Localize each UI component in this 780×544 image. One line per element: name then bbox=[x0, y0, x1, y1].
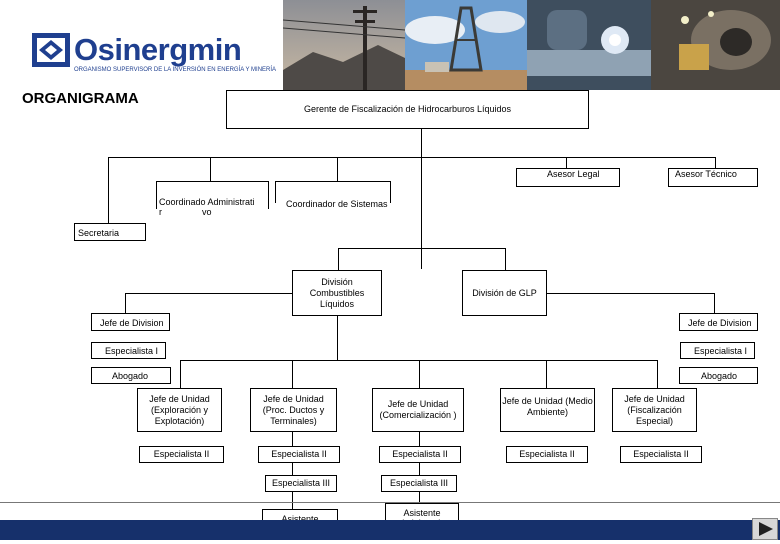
specialist-iii-label: Especialista III bbox=[389, 478, 449, 488]
right-division-head-box: Jefe de Division bbox=[679, 313, 758, 331]
unit-head-box: Jefe de Unidad (Proc. Ductos y Terminale… bbox=[250, 388, 337, 432]
footer-bar bbox=[0, 520, 780, 540]
unit-head-box: Jefe de Unidad (Exploración y Explotació… bbox=[137, 388, 222, 432]
specialist-ii-box: Especialista II bbox=[139, 446, 224, 463]
left-division-head-box: Jefe de Division bbox=[91, 313, 170, 331]
systems-coordinator-box: Coordinador de Sistemas bbox=[275, 181, 391, 209]
next-slide-button[interactable] bbox=[752, 518, 778, 540]
logo-subtitle: ORGANISMO SUPERVISOR DE LA INVERSIÓN EN … bbox=[74, 67, 277, 73]
specialist-iii-label: Especialista III bbox=[271, 478, 331, 488]
left-specialist-label: Especialista I bbox=[105, 346, 159, 356]
osinergmin-logo: Osinergmin ORGANISMO SUPERVISOR DE LA IN… bbox=[30, 30, 277, 80]
specialist-iii-box: Especialista III bbox=[265, 475, 337, 492]
power-lines-photo bbox=[283, 0, 405, 90]
specialist-ii-label: Especialista II bbox=[271, 449, 327, 459]
manager-box: Gerente de Fiscalización de Hidrocarburo… bbox=[226, 90, 589, 129]
specialist-ii-box: Especialista II bbox=[620, 446, 702, 463]
unit-head-box: Jefe de Unidad (Fiscalización Especial) bbox=[612, 388, 697, 432]
logo-wordmark: Osinergmin bbox=[74, 32, 242, 67]
systems-coordinator-label: Coordinador de Sistemas bbox=[286, 199, 388, 209]
right-lawyer-box: Abogado bbox=[679, 367, 758, 384]
right-division-head-label: Jefe de Division bbox=[688, 318, 752, 328]
specialist-iii-box: Especialista III bbox=[381, 475, 457, 492]
admin-coordinator-box: Coordinado Administrati r vo bbox=[156, 181, 269, 217]
right-lawyer-label: Abogado bbox=[701, 371, 738, 381]
left-division-head-label: Jefe de Division bbox=[100, 318, 164, 328]
mine-tunnel-photo bbox=[651, 0, 780, 90]
page-title: ORGANIGRAMA bbox=[22, 90, 139, 107]
admin-coordinator-label-line1: Coordinado Administrati bbox=[159, 197, 255, 207]
unit-head-label: Jefe de Unidad (Fiscalización Especial) bbox=[624, 393, 685, 426]
left-lawyer-box: Abogado bbox=[91, 367, 171, 384]
technical-advisor-box: Asesor Técnico bbox=[668, 168, 758, 187]
logo-mark-icon bbox=[32, 33, 70, 67]
admin-coordinator-label-line2: r vo bbox=[159, 207, 212, 217]
technical-advisor-label: Asesor Técnico bbox=[675, 169, 737, 179]
left-specialist-box: Especialista I bbox=[91, 342, 166, 359]
right-specialist-box: Especialista I bbox=[680, 342, 755, 359]
division-liquid-label: División Combustibles Líquidos bbox=[309, 276, 365, 309]
division-glp-label: División de GLP bbox=[472, 287, 537, 298]
right-specialist-label: Especialista I bbox=[694, 346, 748, 356]
specialist-ii-label: Especialista II bbox=[633, 449, 689, 459]
play-arrow-icon bbox=[759, 522, 773, 536]
specialist-ii-box: Especialista II bbox=[379, 446, 461, 463]
unit-head-box: Jefe de Unidad (Medio Ambiente) bbox=[500, 388, 595, 432]
specialist-ii-label: Especialista II bbox=[519, 449, 575, 459]
specialist-ii-label: Especialista II bbox=[153, 449, 210, 459]
unit-head-label: Jefe de Unidad (Comercialización ) bbox=[379, 399, 457, 420]
welding-pipeline-photo bbox=[527, 0, 651, 90]
unit-head-label: Jefe de Unidad (Medio Ambiente) bbox=[502, 396, 593, 417]
legal-advisor-box: Asesor Legal bbox=[516, 168, 620, 187]
unit-head-label: Jefe de Unidad (Proc. Ductos y Terminale… bbox=[262, 393, 325, 426]
secretary-box: Secretaria bbox=[74, 223, 146, 241]
specialist-ii-label: Especialista II bbox=[392, 449, 448, 459]
specialist-ii-box: Especialista II bbox=[258, 446, 340, 463]
unit-head-box: Jefe de Unidad (Comercialización ) bbox=[372, 388, 464, 432]
unit-head-label: Jefe de Unidad (Exploración y Explotació… bbox=[149, 393, 210, 426]
division-liquid-box: División Combustibles Líquidos bbox=[292, 270, 382, 316]
specialist-ii-box: Especialista II bbox=[506, 446, 588, 463]
header-photo-strip bbox=[283, 0, 780, 90]
drilling-rig-photo bbox=[405, 0, 527, 90]
manager-label: Gerente de Fiscalización de Hidrocarburo… bbox=[303, 104, 512, 114]
secretary-label: Secretaria bbox=[78, 228, 120, 238]
legal-advisor-label: Asesor Legal bbox=[547, 169, 600, 179]
footer-divider bbox=[0, 502, 780, 503]
left-lawyer-label: Abogado bbox=[112, 371, 149, 381]
division-glp-box: División de GLP bbox=[462, 270, 547, 316]
